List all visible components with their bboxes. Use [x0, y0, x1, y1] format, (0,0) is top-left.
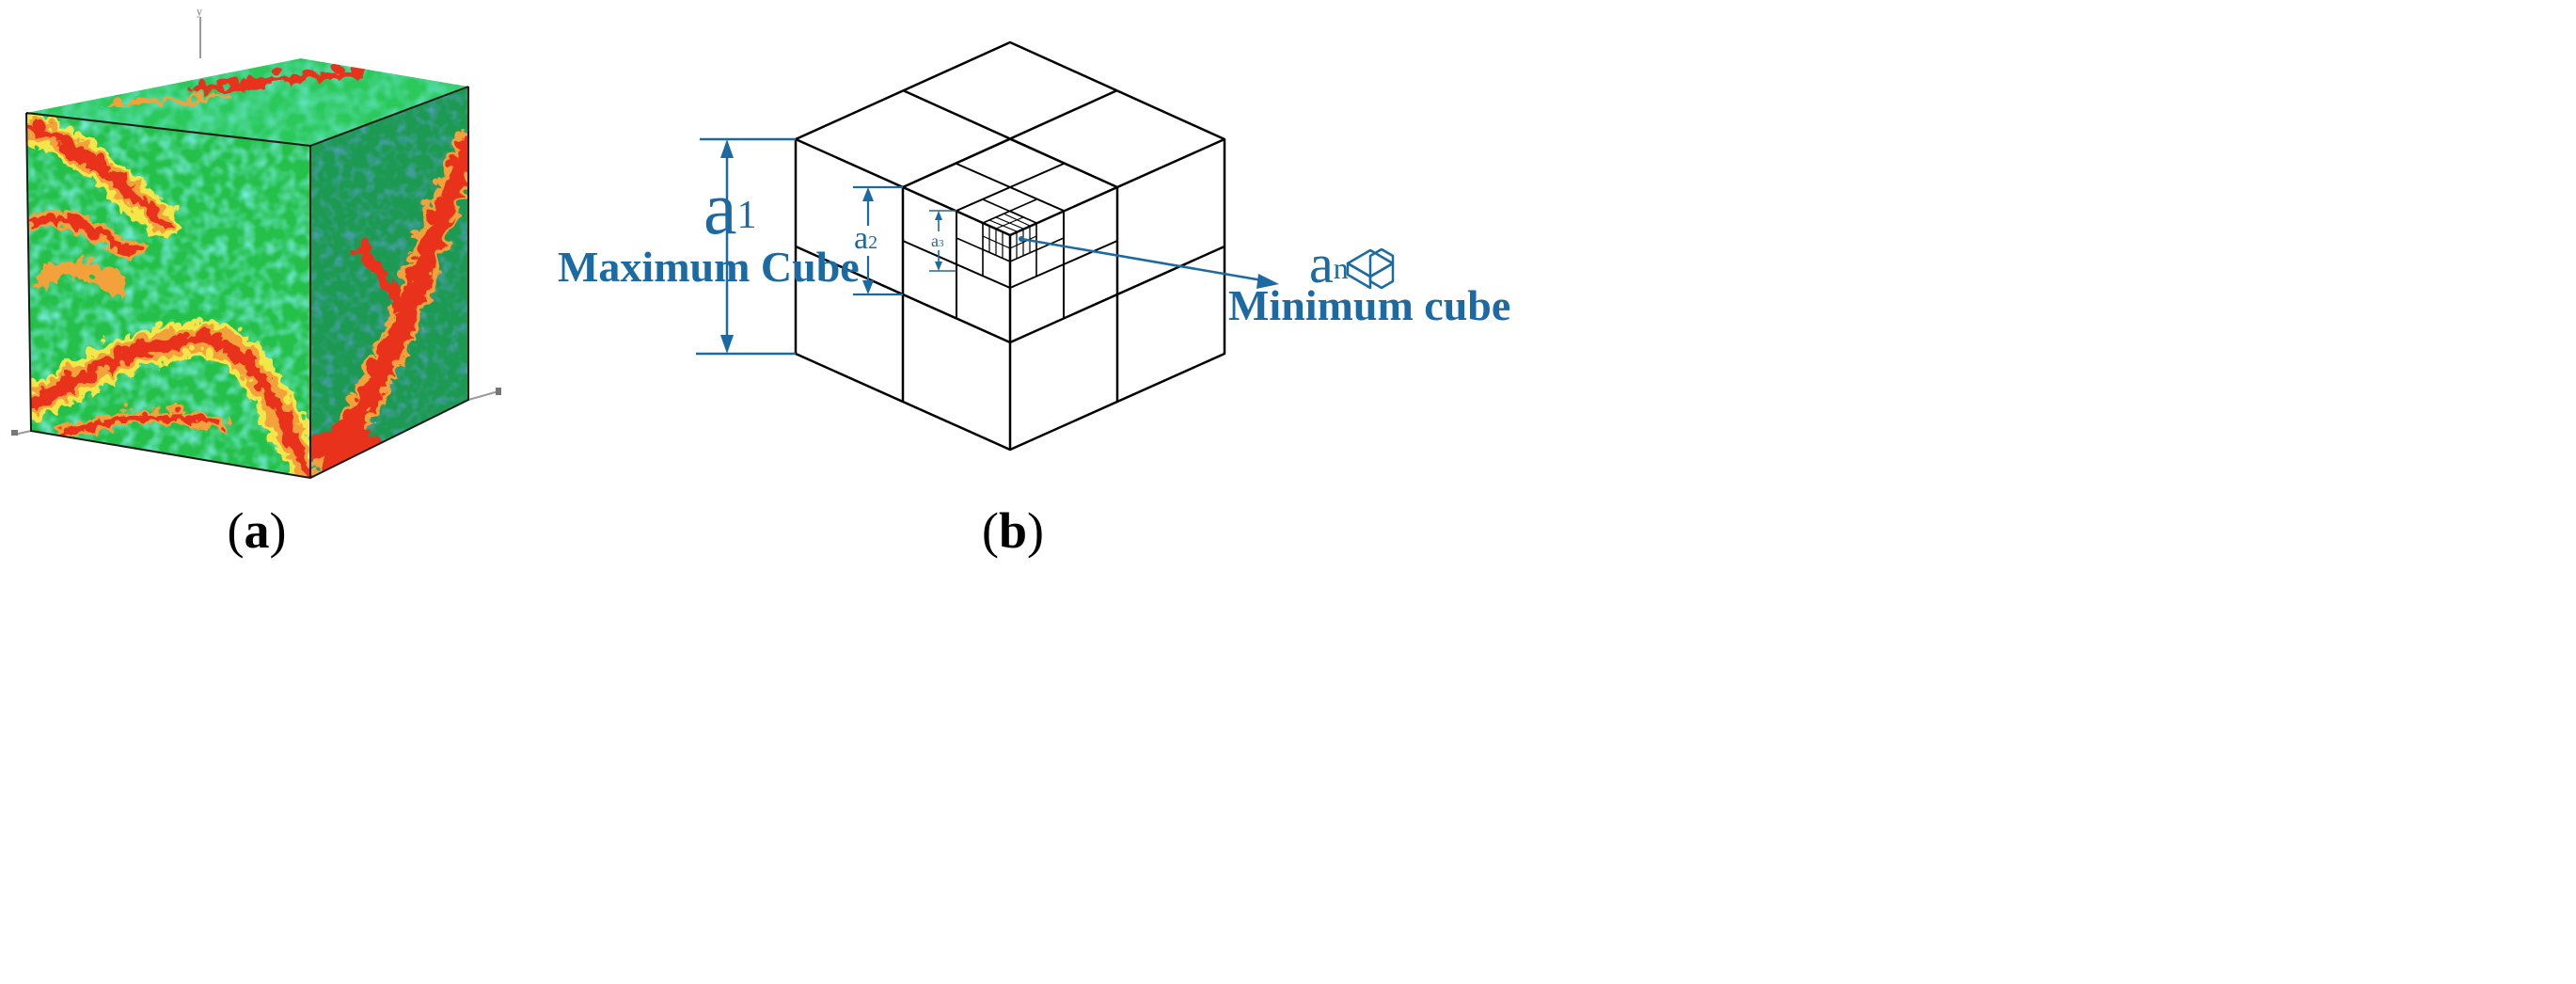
minimum-cube-icon: [1346, 247, 1395, 290]
axis-y-label: y: [197, 5, 202, 18]
label-a1: a1: [703, 167, 757, 250]
axis-z-tick: [11, 430, 18, 436]
label-a2: a2: [854, 221, 877, 256]
dimension-a1: [696, 137, 796, 356]
label-a3: a3: [931, 231, 944, 250]
dimension-a2: [853, 185, 903, 296]
cube-side-face: [310, 87, 468, 478]
panel-b-cube-subdivision: a1 Maximum Cube a2 a3: [558, 40, 1510, 559]
dimension-a3: [929, 210, 956, 272]
caption-b: (b): [982, 502, 1044, 559]
label-an: an: [1309, 233, 1349, 294]
cube-edges: [25, 86, 469, 480]
minimum-cube-pointer: [1019, 236, 1279, 289]
fourth-level-cube: [982, 210, 1037, 262]
cube-front-face: [26, 113, 310, 478]
caption-a: (a): [228, 502, 287, 559]
label-maximum-cube: Maximum Cube: [558, 243, 860, 291]
axis-x-tick: [496, 388, 501, 395]
panel-a-rock-cube: y: [11, 5, 501, 559]
label-minimum-cube: Minimum cube: [1228, 281, 1510, 329]
